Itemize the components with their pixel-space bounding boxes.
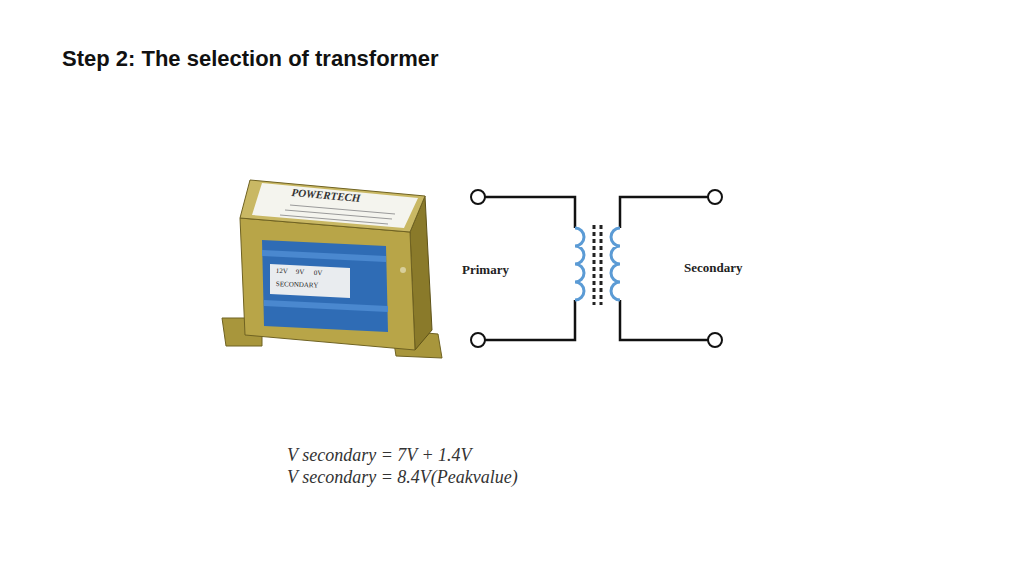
coil-stripe xyxy=(262,250,386,262)
iron-core xyxy=(593,225,596,305)
secondary-coil xyxy=(611,228,620,300)
coil-stripe xyxy=(264,300,388,312)
wire xyxy=(485,197,575,228)
coil-tag xyxy=(270,264,350,298)
equation: V secondary = 8.4V(Peakvalue) xyxy=(287,468,518,486)
transformer-photo xyxy=(222,180,442,358)
wire xyxy=(485,300,575,340)
plate-text-line xyxy=(285,210,392,219)
wire xyxy=(620,300,708,340)
terminal xyxy=(471,333,485,347)
tap-label: 0V xyxy=(314,270,323,277)
coil-winding xyxy=(262,240,388,332)
secondary-label: Secondary xyxy=(684,261,743,274)
tap-label: 12V xyxy=(276,268,288,275)
primary-label: Primary xyxy=(462,263,509,276)
terminal xyxy=(471,190,485,204)
wire xyxy=(620,197,708,228)
frame-top xyxy=(240,180,425,232)
name-plate xyxy=(252,183,418,228)
equation: V secondary = 7V + 1.4V xyxy=(287,446,472,464)
rivet xyxy=(400,267,406,273)
iron-core xyxy=(600,225,603,305)
frame-front xyxy=(240,218,415,350)
tap-label: 9V xyxy=(296,269,305,276)
terminal xyxy=(708,333,722,347)
plate-text-line xyxy=(280,215,388,224)
slide-title: Step 2: The selection of transformer xyxy=(62,48,439,70)
plate-text-line xyxy=(290,205,395,214)
winding-label: SECONDARY xyxy=(276,281,319,289)
terminal xyxy=(708,190,722,204)
primary-coil xyxy=(575,228,584,300)
